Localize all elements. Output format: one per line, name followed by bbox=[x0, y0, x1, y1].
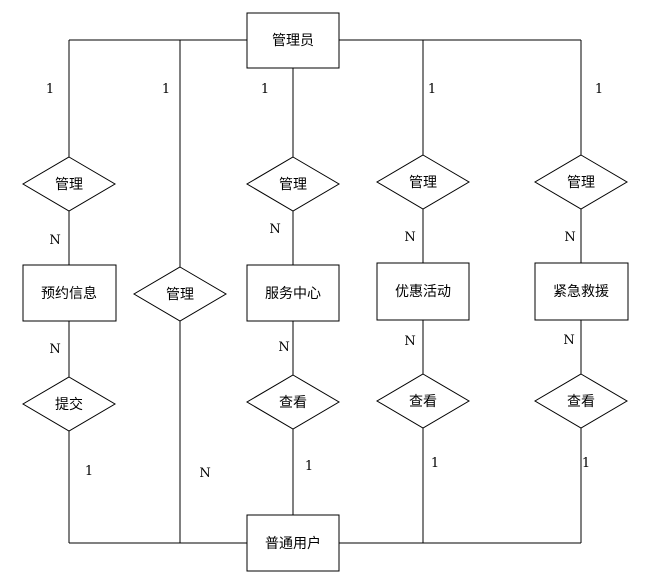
cardinality-admin-user: 1 bbox=[162, 82, 170, 97]
entity-service-label: 服务中心 bbox=[265, 286, 321, 302]
cardinality-promo-manage: N bbox=[404, 230, 415, 245]
relationship-manage-promo-label: 管理 bbox=[409, 175, 437, 191]
entity-booking[interactable]: 预约信息 bbox=[22, 264, 117, 322]
relationship-view-promo-label: 查看 bbox=[409, 394, 437, 410]
relationship-manage-user[interactable]: 管理 bbox=[133, 266, 227, 322]
relationship-view-service[interactable]: 查看 bbox=[246, 374, 340, 430]
cardinality-user-manage: N bbox=[199, 466, 210, 481]
cardinality-admin-rescue: 1 bbox=[595, 82, 603, 97]
cardinality-promo-view: N bbox=[404, 334, 415, 349]
relationship-submit-booking[interactable]: 提交 bbox=[22, 376, 116, 432]
relationship-manage-rescue-label: 管理 bbox=[567, 175, 595, 191]
cardinality-user-view-rescue: 1 bbox=[582, 456, 590, 471]
relationship-manage-booking[interactable]: 管理 bbox=[22, 156, 116, 212]
entity-promo[interactable]: 优惠活动 bbox=[376, 262, 470, 321]
entity-rescue[interactable]: 紧急救援 bbox=[534, 262, 629, 321]
relationship-manage-service-label: 管理 bbox=[279, 177, 307, 193]
entity-admin-label: 管理员 bbox=[272, 33, 314, 49]
cardinality-admin-service: 1 bbox=[261, 82, 269, 97]
cardinality-rescue-view: N bbox=[563, 333, 574, 348]
entity-promo-label: 优惠活动 bbox=[395, 284, 451, 300]
cardinality-admin-booking: 1 bbox=[46, 82, 54, 97]
cardinality-service-manage: N bbox=[269, 222, 280, 237]
cardinality-user-submit: 1 bbox=[85, 464, 93, 479]
relationship-view-rescue-label: 查看 bbox=[567, 394, 595, 410]
cardinality-service-view: N bbox=[278, 340, 289, 355]
entity-rescue-label: 紧急救援 bbox=[553, 284, 609, 300]
relationship-manage-promo[interactable]: 管理 bbox=[376, 154, 470, 210]
relationship-manage-service[interactable]: 管理 bbox=[246, 156, 340, 212]
relationship-view-promo[interactable]: 查看 bbox=[376, 373, 470, 429]
relationship-submit-booking-label: 提交 bbox=[55, 396, 83, 413]
relationship-view-rescue[interactable]: 查看 bbox=[534, 373, 628, 429]
cardinality-booking-manage: N bbox=[49, 233, 60, 248]
entity-service[interactable]: 服务中心 bbox=[246, 264, 340, 322]
relationship-view-service-label: 查看 bbox=[279, 395, 307, 411]
cardinality-labels: 1 1 1 1 1 N N N N N N N N 1 N 1 1 1 bbox=[46, 82, 603, 481]
relationship-manage-booking-label: 管理 bbox=[55, 177, 83, 193]
cardinality-booking-submit: N bbox=[49, 342, 60, 357]
relationship-manage-rescue[interactable]: 管理 bbox=[534, 154, 628, 210]
entity-booking-label: 预约信息 bbox=[41, 285, 97, 302]
cardinality-admin-promo: 1 bbox=[428, 82, 436, 97]
entity-user-label: 普通用户 bbox=[265, 535, 321, 552]
connector-lines bbox=[68, 39, 582, 544]
entity-user[interactable]: 普通用户 bbox=[246, 514, 340, 572]
entity-admin[interactable]: 管理员 bbox=[246, 12, 340, 69]
cardinality-user-view-promo: 1 bbox=[431, 456, 439, 471]
cardinality-rescue-manage: N bbox=[564, 230, 575, 245]
relationship-manage-user-label: 管理 bbox=[166, 287, 194, 303]
cardinality-user-view-service: 1 bbox=[305, 459, 313, 474]
